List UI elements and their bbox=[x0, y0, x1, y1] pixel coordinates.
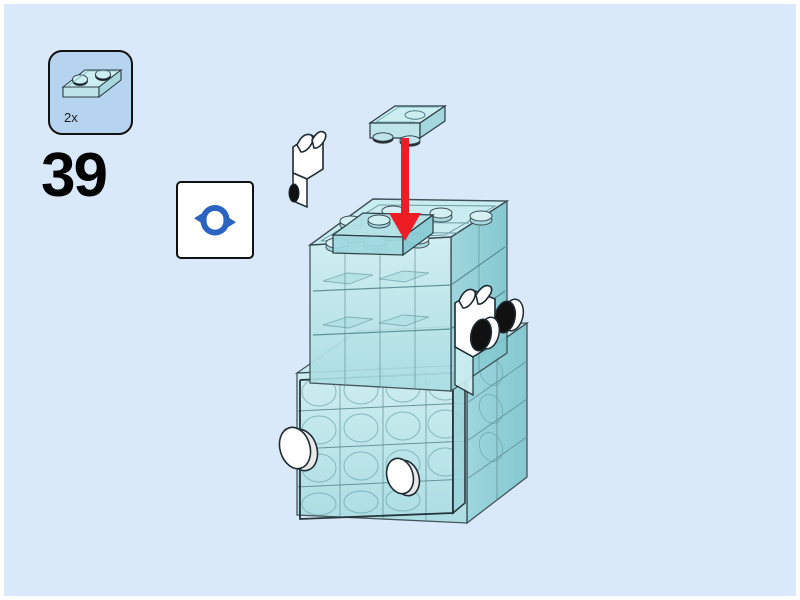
rotate-model-icon bbox=[194, 205, 236, 236]
placement-arrow bbox=[389, 138, 421, 241]
clip-right-middle bbox=[454, 284, 525, 397]
eye-disc-right bbox=[493, 298, 525, 334]
knob-front-small bbox=[385, 457, 421, 497]
transparent-brick-assembly bbox=[278, 130, 530, 525]
callout-part-plate-1x2 bbox=[61, 68, 123, 99]
parts-callout-box: 2x bbox=[48, 50, 133, 135]
step-number: 39 bbox=[41, 141, 108, 210]
parts-quantity-label: 2x bbox=[64, 110, 78, 125]
knob-front-large bbox=[278, 426, 319, 472]
assembly-illustration bbox=[255, 95, 555, 545]
rotate-icon-box[interactable] bbox=[176, 181, 254, 259]
clip-left-top bbox=[288, 130, 327, 209]
eye-disc-left bbox=[469, 316, 501, 352]
